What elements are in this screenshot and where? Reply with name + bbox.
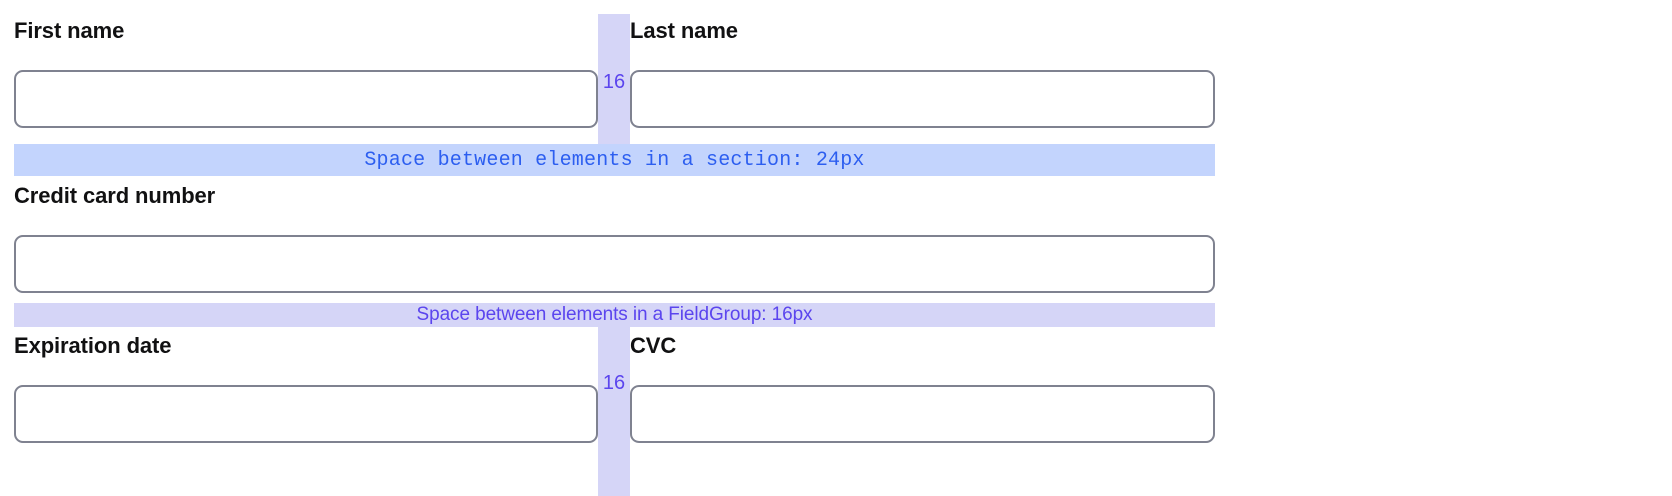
- fieldgroup-spacing-annotation: Space between elements in a FieldGroup: …: [14, 303, 1215, 327]
- cvc-input[interactable]: [630, 385, 1215, 443]
- gutter-annotation-row-3: 16: [598, 327, 630, 496]
- field-label-first-name: First name: [14, 18, 125, 43]
- field-expiration-date: Expiration date: [14, 333, 598, 443]
- field-label-credit-card-number: Credit card number: [14, 183, 216, 208]
- fieldgroup-spacing-annotation-label: Space between elements in a FieldGroup: …: [416, 304, 813, 325]
- field-last-name: Last name: [630, 18, 1215, 128]
- gutter-annotation-row-1: 16: [598, 14, 630, 144]
- expiration-date-input[interactable]: [14, 385, 598, 443]
- field-label-expiration-date: Expiration date: [14, 333, 172, 358]
- gutter-annotation-row-3-value: 16: [602, 372, 626, 394]
- section-spacing-annotation-label: Space between elements in a section: 24p…: [364, 148, 865, 172]
- field-label-last-name: Last name: [630, 18, 738, 43]
- section-spacing-annotation: Space between elements in a section: 24p…: [14, 144, 1215, 176]
- field-label-cvc: CVC: [630, 333, 677, 358]
- first-name-input[interactable]: [14, 70, 598, 128]
- last-name-input[interactable]: [630, 70, 1215, 128]
- field-first-name: First name: [14, 18, 598, 128]
- gutter-annotation-row-1-value: 16: [602, 71, 626, 93]
- field-credit-card-number: Credit card number: [14, 183, 1215, 293]
- field-cvc: CVC: [630, 333, 1215, 443]
- credit-card-number-input[interactable]: [14, 235, 1215, 293]
